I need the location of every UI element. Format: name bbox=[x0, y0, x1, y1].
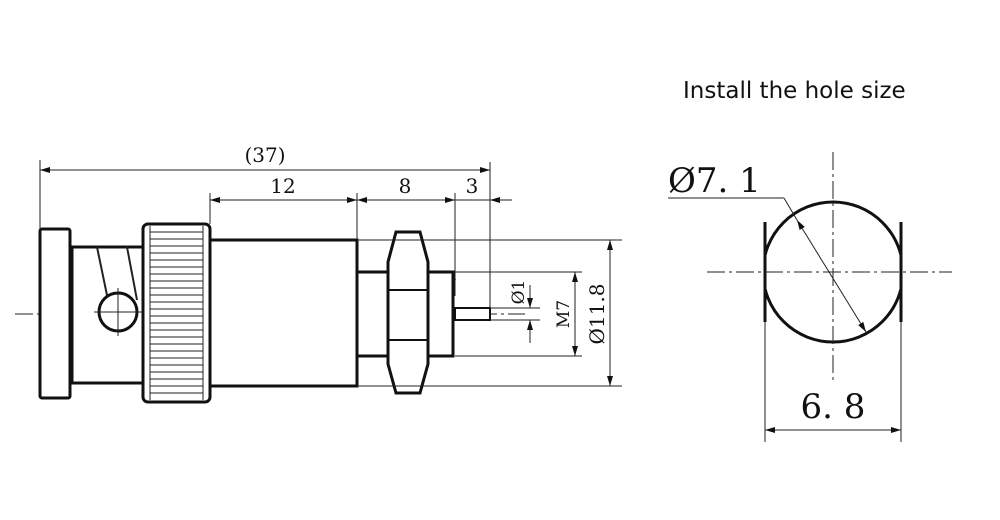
bnc-connector bbox=[38, 222, 491, 404]
panel-hole bbox=[668, 152, 952, 442]
dim-body-length: 12 bbox=[270, 174, 295, 198]
dim-thread-length: 8 bbox=[399, 174, 412, 198]
knurled-ring bbox=[141, 222, 212, 404]
dim-overall-length: (37) bbox=[244, 143, 285, 167]
flange bbox=[38, 227, 72, 400]
dim-pin-diameter: Ø1 bbox=[509, 280, 529, 305]
dim-body-diameter: Ø11.8 bbox=[585, 284, 609, 345]
extension-lines bbox=[39, 160, 622, 387]
body bbox=[208, 238, 359, 388]
hole-size-title: Install the hole size bbox=[683, 78, 906, 104]
knurl-lines bbox=[149, 226, 204, 400]
dim-hole-diameter: Ø7. 1 bbox=[668, 161, 761, 201]
hex-nut bbox=[386, 230, 430, 395]
dimension-lines bbox=[40, 167, 613, 386]
dim-pin-length: 3 bbox=[466, 174, 479, 198]
dim-flat-width: 6. 8 bbox=[801, 387, 866, 427]
center-pin bbox=[454, 307, 491, 321]
dim-thread-size: M7 bbox=[554, 300, 574, 328]
